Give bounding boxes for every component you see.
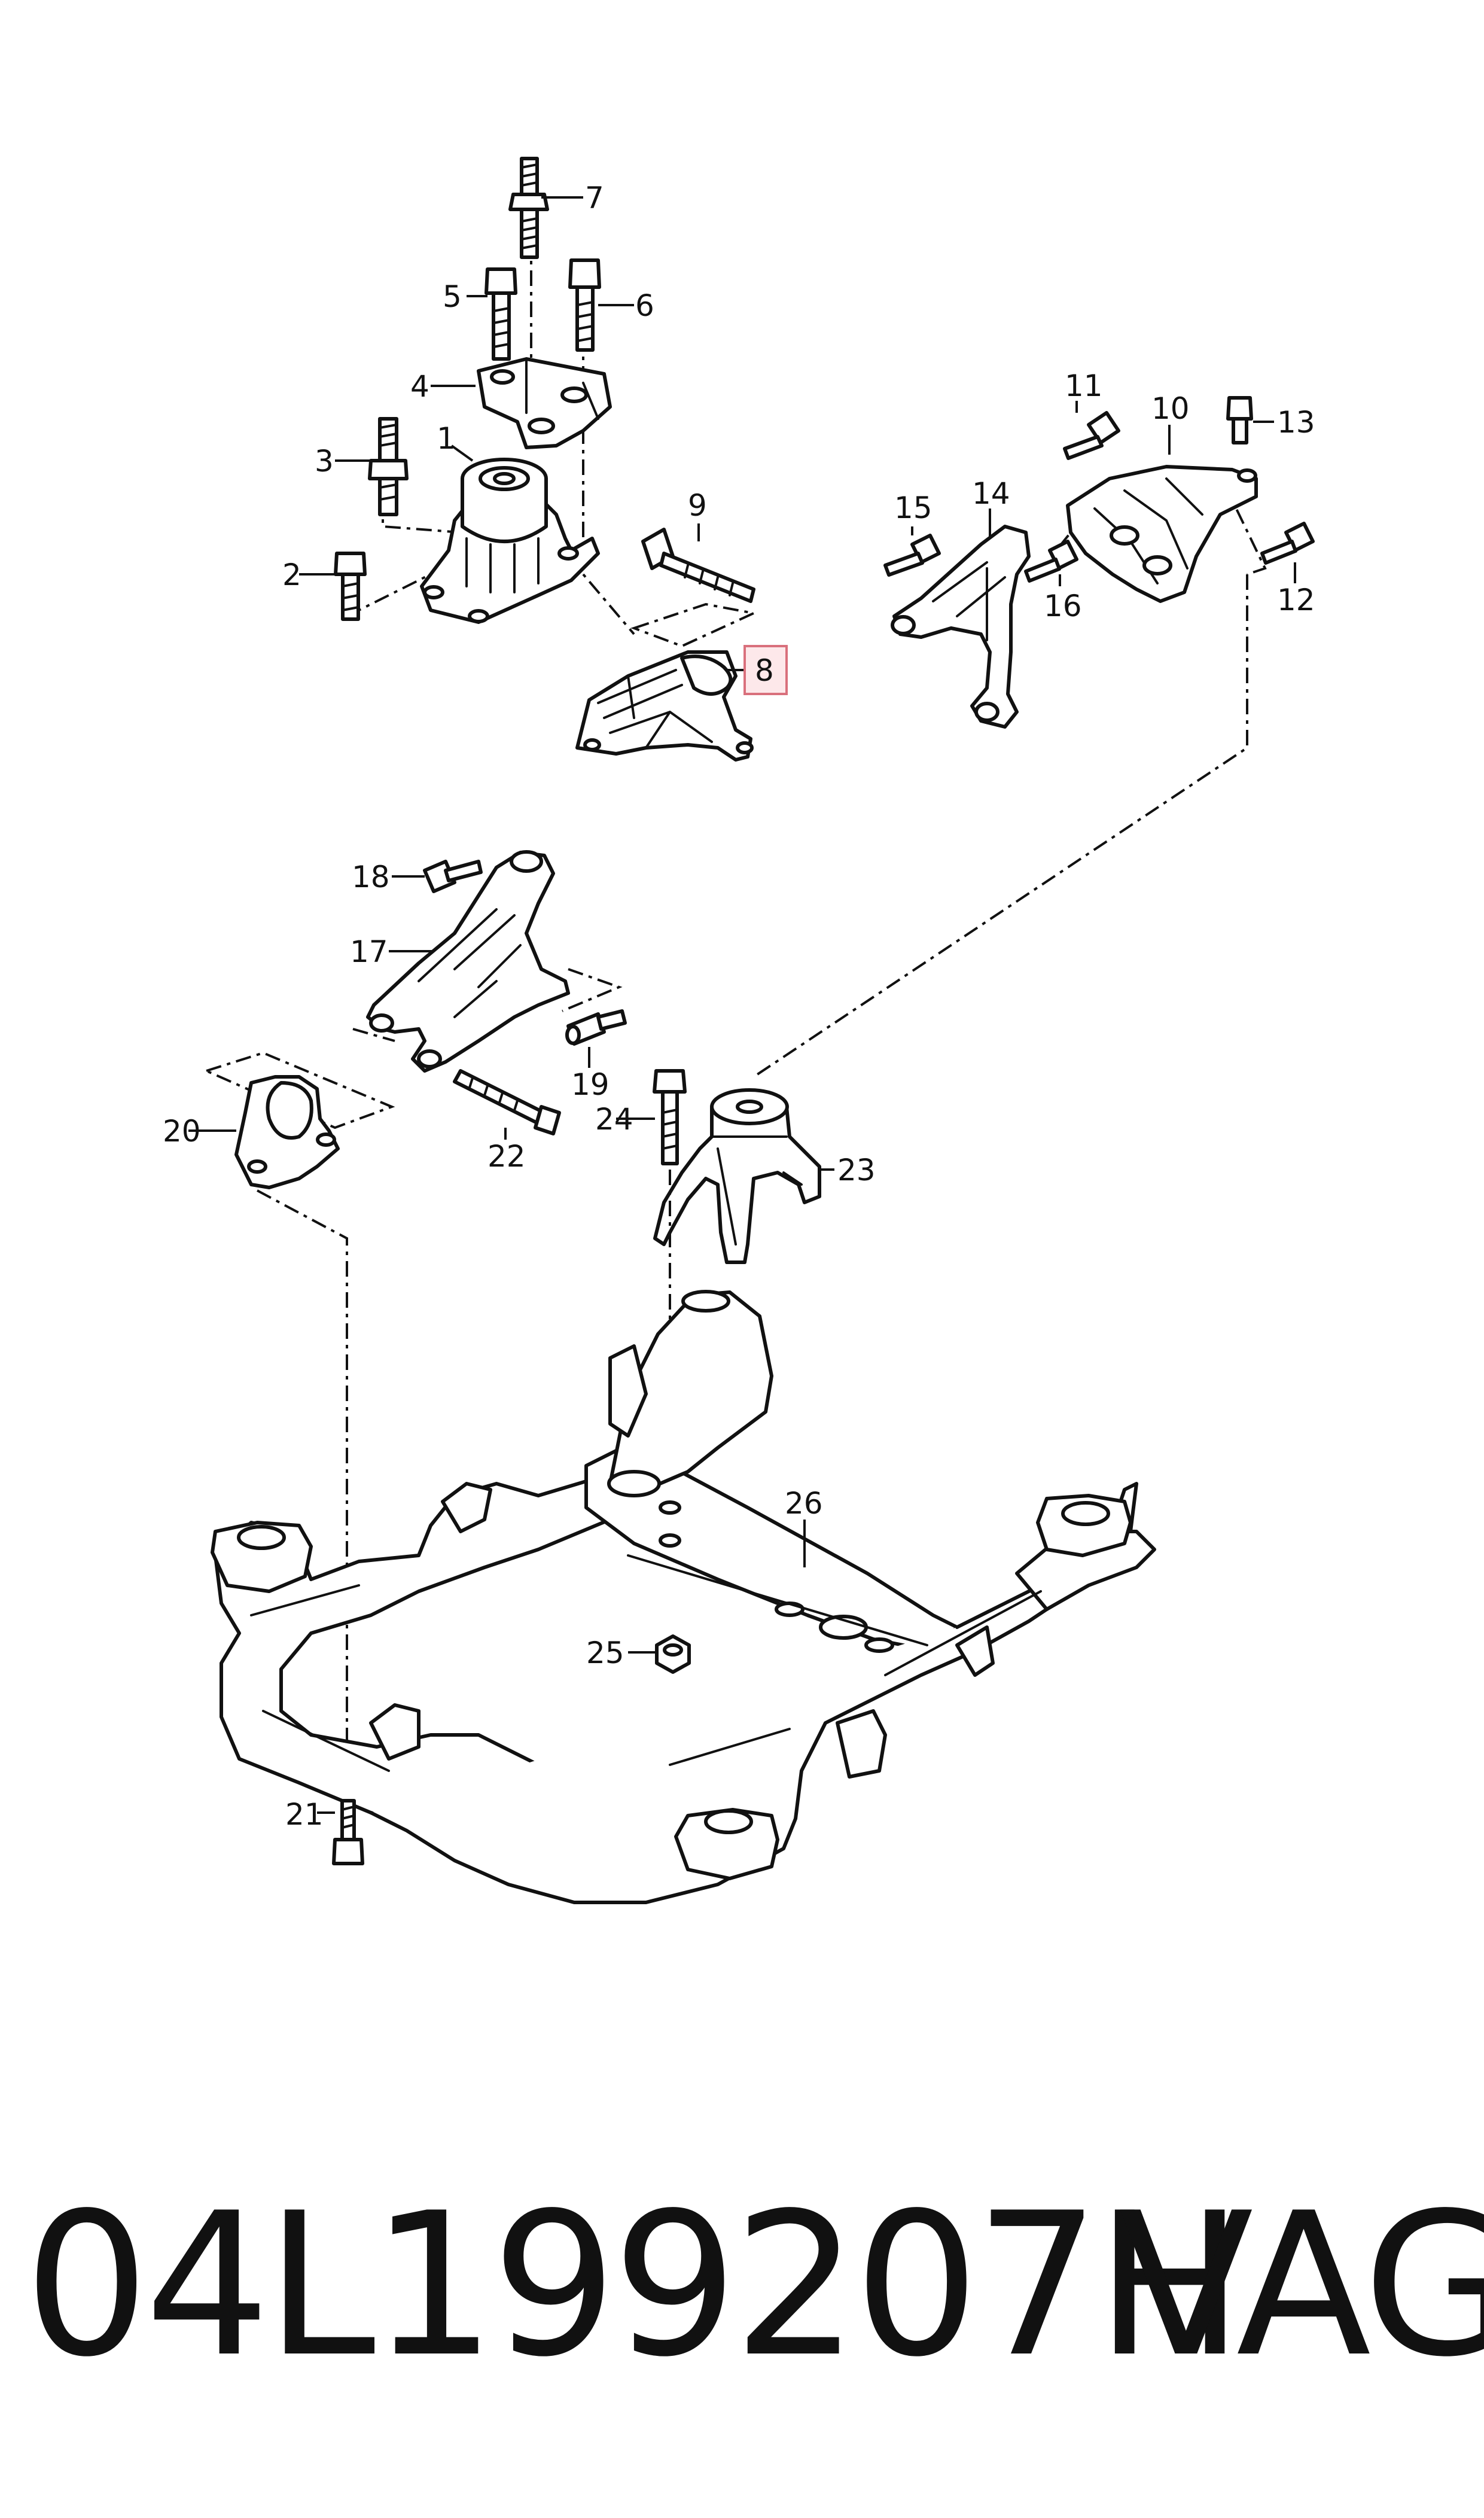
subframe-26	[211, 1290, 1156, 1904]
subframe-group	[211, 1290, 1156, 1904]
callout-13: 13	[1277, 405, 1315, 440]
bolt-12	[1260, 522, 1315, 565]
transmission-mount-23	[653, 1088, 821, 1264]
callout-23: 23	[837, 1153, 876, 1188]
transmission-mount-group	[616, 1069, 834, 1508]
callout-11: 11	[1065, 369, 1103, 403]
callout-19: 19	[571, 1067, 610, 1102]
callout-2: 2	[282, 558, 301, 592]
callout-6: 6	[635, 288, 654, 323]
upper-right-bracket-group	[752, 396, 1315, 1078]
callout-14: 14	[972, 476, 1010, 511]
callout-12: 12	[1277, 583, 1315, 617]
part-number-footer: 04L199207H VAG	[24, 2148, 1484, 2423]
part-number: 04L199207H	[24, 2170, 1244, 2400]
callout-15: 15	[894, 491, 933, 525]
stud-3	[368, 417, 409, 516]
brand-name: VAG	[1119, 2170, 1484, 2400]
callout-26: 26	[785, 1486, 823, 1521]
callout-3: 3	[315, 444, 334, 479]
bracket-14	[891, 525, 1031, 729]
bolt-24	[653, 1069, 687, 1165]
engine-mount-group	[299, 157, 635, 635]
callout-7: 7	[585, 181, 604, 215]
bolt-21	[332, 1799, 364, 1865]
bracket-4	[477, 357, 612, 449]
bolt-22	[453, 1069, 561, 1135]
stud-bolt-7	[508, 157, 549, 259]
bolt-11	[1063, 411, 1120, 460]
callout-16: 16	[1044, 589, 1082, 623]
bolt-5	[484, 267, 517, 361]
callout-18: 18	[352, 860, 390, 894]
callout-24: 24	[595, 1102, 633, 1137]
bolt-2	[334, 552, 367, 621]
callout-5: 5	[443, 279, 462, 314]
bolt-6	[568, 258, 601, 352]
callout-9: 9	[688, 488, 707, 523]
bolt-9	[641, 528, 755, 603]
bolt-15	[883, 534, 941, 577]
callout-20: 20	[163, 1114, 201, 1149]
torque-arm-17	[366, 850, 570, 1073]
callout-4: 4	[410, 369, 429, 404]
gearbox-mount-group	[575, 523, 788, 762]
callout-22: 22	[487, 1139, 526, 1174]
bolt-18	[423, 860, 483, 893]
callout-21: 21	[285, 1797, 324, 1832]
callout-1: 1	[437, 421, 456, 456]
callout-8: 8	[755, 653, 774, 688]
callout-17: 17	[350, 934, 388, 969]
callout-8-highlight	[743, 645, 788, 695]
callout-10: 10	[1151, 391, 1190, 426]
nut-25	[655, 1634, 691, 1674]
callout-25: 25	[586, 1636, 624, 1670]
bolt-16	[1024, 540, 1078, 583]
parts-diagram: 1 2 3 4 5 6 7 8 9 10 11 12 13 14 15 16 1…	[163, 157, 1315, 1904]
bushing-20	[234, 1075, 340, 1189]
engine-mount-1	[420, 458, 600, 624]
bracket-10	[1066, 465, 1258, 603]
bolt-13	[1226, 396, 1253, 444]
torque-rod-group	[188, 850, 627, 1801]
bolt-19	[565, 1009, 627, 1046]
callout-labels: 1 2 3 4 5 6 7 8 9 10 11 12 13 14 15 16 1…	[163, 181, 1315, 1832]
gearbox-mount-8	[575, 650, 754, 762]
